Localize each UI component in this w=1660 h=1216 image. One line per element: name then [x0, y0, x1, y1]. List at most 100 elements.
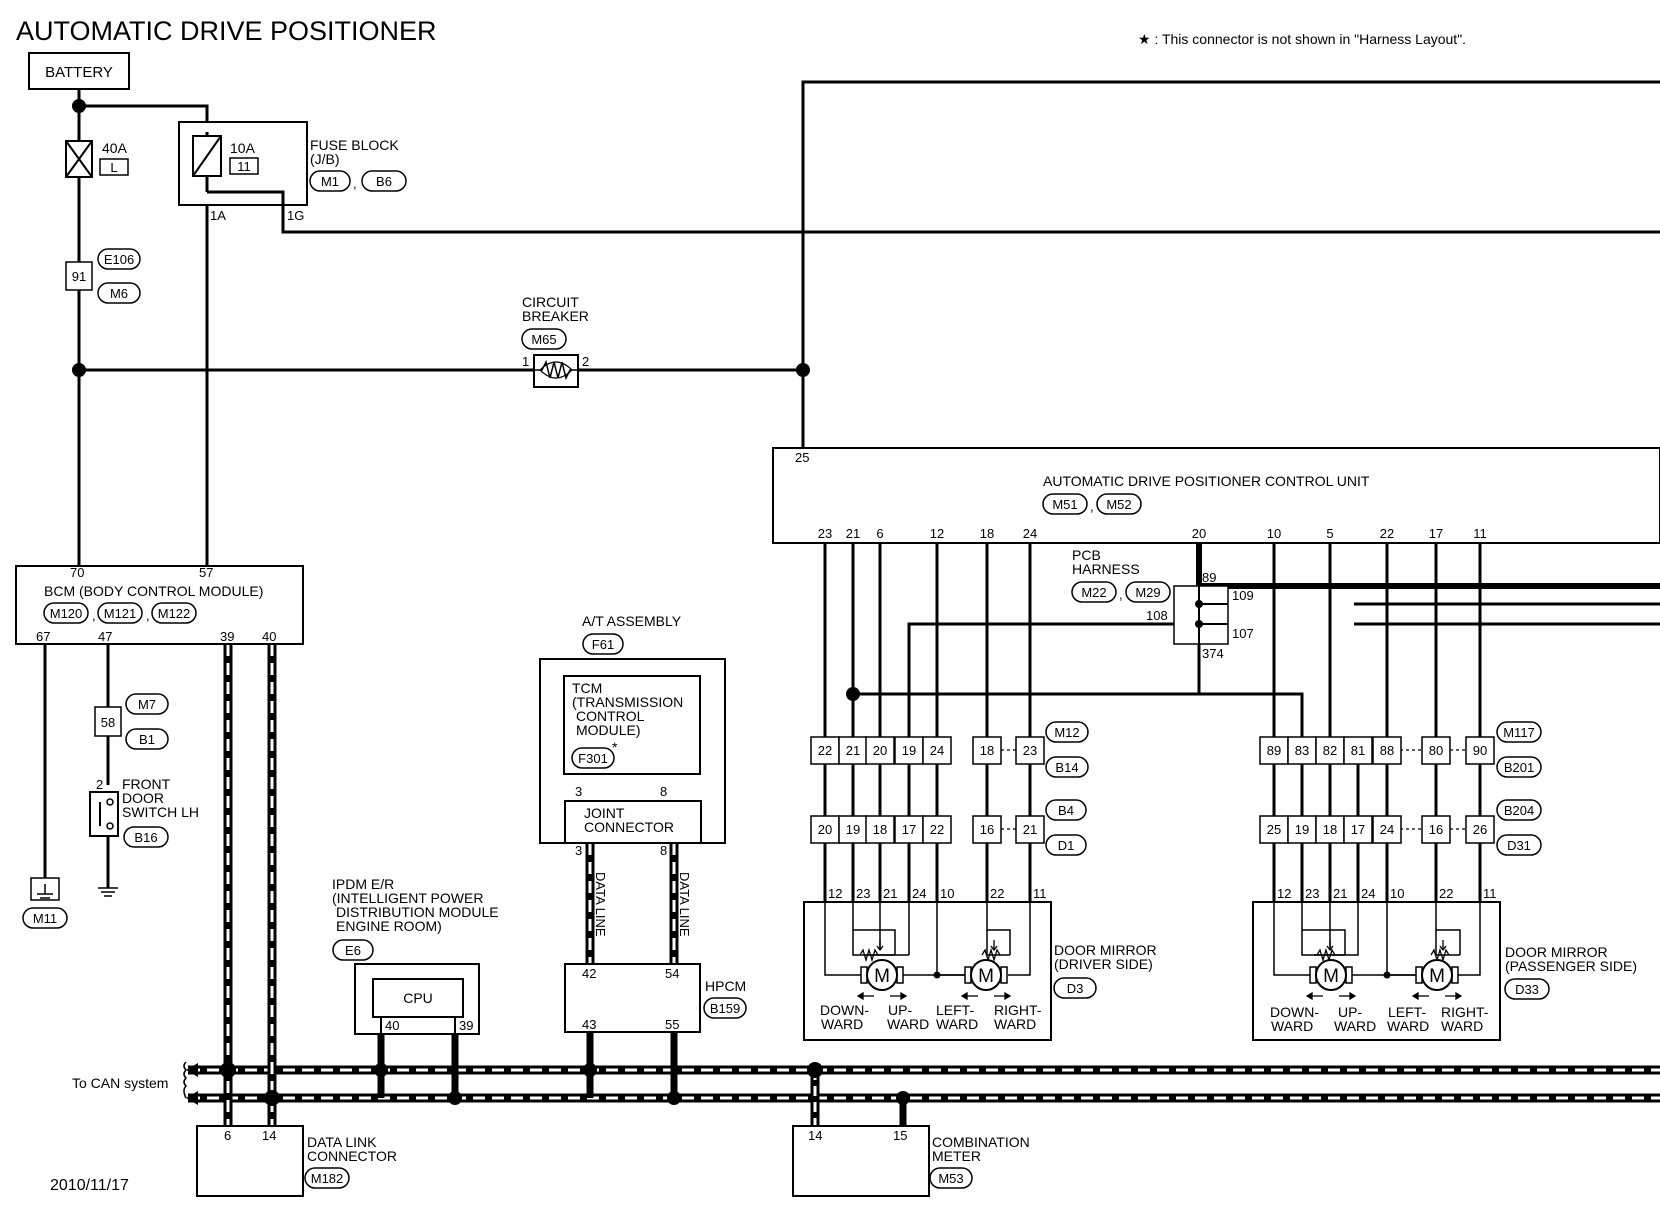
door-switch-label: FRONT: [122, 776, 171, 792]
ipdm-pin-40: 40: [385, 1018, 399, 1033]
thick-wires: [1196, 543, 1660, 624]
potentiometer-icon: [1316, 940, 1336, 963]
diagram-date: 2010/11/17: [50, 1177, 129, 1194]
ipdm-conn: E6: [345, 943, 361, 958]
pass-mirror-dir: WARD: [1271, 1018, 1313, 1034]
dlc-label-2: CONNECTOR: [307, 1148, 397, 1164]
joint-pin-8: 8: [660, 843, 667, 858]
pcb-harness: PCB HARNESS M22 , M29 89 108 109 107 374: [1071, 547, 1254, 661]
passenger-door-mirror: 12 23 21 24 10 22 11: [1252, 886, 1637, 1041]
bcm-conn-m120: M120: [50, 606, 83, 621]
door-switch-label-2: DOOR: [122, 790, 164, 806]
fuse-40a: 40A L: [65, 140, 129, 178]
bcm-pin-40: 40: [262, 629, 276, 644]
circuit-breaker-conn: M65: [531, 332, 556, 347]
hpcm-conn: B159: [710, 1001, 740, 1016]
door-switch-conn: B16: [134, 830, 157, 845]
pass-c2-pin: 26: [1473, 822, 1487, 837]
pass-c2-pin: 18: [1323, 822, 1337, 837]
driver-c2-pin: 16: [980, 822, 994, 837]
pass-c2-pin: 25: [1267, 822, 1281, 837]
fuse-40a-id: L: [110, 160, 117, 175]
fuse-block-pin-1g: 1G: [287, 208, 304, 223]
at-assembly: A/T ASSEMBLY F61 TCM (TRANSMISSION CONTR…: [539, 613, 726, 937]
cpu-label: CPU: [403, 990, 433, 1006]
passenger-connector-2: 25 19 18 17 24 16 26 B204 D31: [1259, 799, 1542, 856]
pass-mirror-dir: UP-: [1338, 1004, 1362, 1020]
fuse-block-conn-b6: B6: [376, 174, 392, 189]
battery-label: BATTERY: [45, 64, 113, 81]
can-system-label: To CAN system: [72, 1075, 168, 1091]
driver-mirror-pin: 24: [912, 886, 926, 901]
meter-pin-14: 14: [808, 1128, 822, 1143]
driver-c2-pin: 21: [1023, 822, 1037, 837]
driver-door-mirror: 12 23 21 24 10 22 11: [803, 886, 1157, 1041]
adp-pin: 10: [1267, 526, 1281, 541]
motor-label: M: [874, 966, 890, 987]
pass-mirror-label-2: (PASSENGER SIDE): [1505, 958, 1637, 974]
pass-mirror-dir: RIGHT-: [1441, 1004, 1489, 1020]
direction-arrow-icon: [1305, 991, 1463, 1001]
pass-mirror-pin: 21: [1333, 886, 1347, 901]
ipdm-label: ENGINE ROOM): [336, 918, 442, 934]
motor-icon: M: [1415, 959, 1459, 991]
meter-pin-15: 15: [893, 1128, 907, 1143]
joint-connector-label: JOINT: [584, 805, 625, 821]
pass-mirror-pin: 22: [1439, 886, 1453, 901]
svg-text:,: ,: [146, 608, 150, 623]
motor-label: M: [978, 966, 994, 987]
svg-text:,: ,: [92, 608, 96, 623]
motor-icon: M: [860, 959, 904, 991]
bcm-pin-39: 39: [220, 629, 234, 644]
connector-m7: M7: [138, 697, 156, 712]
connector-58-pin: 58: [101, 715, 115, 730]
dlc-pin-14: 14: [262, 1128, 276, 1143]
driver-c2-pin: 17: [902, 822, 916, 837]
hpcm-pin-42: 42: [582, 966, 596, 981]
ipdm-label: (INTELLIGENT POWER: [332, 890, 483, 906]
circuit-breaker-pin-1: 1: [522, 354, 529, 369]
pass-mirror-dir: WARD: [1441, 1018, 1483, 1034]
svg-text:,: ,: [1090, 499, 1094, 514]
pass-mirror-dir: DOWN-: [1270, 1004, 1319, 1020]
motor-icon: M: [1309, 959, 1353, 991]
driver-mirror-dir: RIGHT-: [994, 1002, 1042, 1018]
pass-mirror-pin: 23: [1305, 886, 1319, 901]
pcb-conn-m29: M29: [1135, 585, 1160, 600]
hpcm-pin-54: 54: [665, 966, 679, 981]
driver-c1-pin: 19: [902, 743, 916, 758]
ipdm-pin-39: 39: [459, 1018, 473, 1033]
adp-pin: 6: [876, 526, 883, 541]
driver-c1-conn-m12: M12: [1054, 725, 1079, 740]
adp-pin: 17: [1429, 526, 1443, 541]
at-assembly-conn: F61: [592, 637, 614, 652]
meter-label-2: METER: [932, 1148, 981, 1164]
driver-connector-1: 22 21 20 19 24 18 23 M12 B14: [810, 721, 1089, 778]
meter-label: COMBINATION: [932, 1134, 1030, 1150]
ground-conn: M11: [33, 911, 57, 926]
ipdm-er: IPDM E/R (INTELLIGENT POWER DISTRIBUTION…: [332, 876, 499, 1035]
ground-m11: M11: [22, 877, 68, 929]
potentiometer-icon: [1430, 940, 1450, 963]
can-arrow-icon: [183, 1061, 198, 1105]
driver-mirror-dir: WARD: [936, 1016, 978, 1032]
connector-91: 91 E106 M6: [65, 248, 141, 304]
bcm-conn-m121: M121: [104, 606, 137, 621]
joint-connector-label: CONNECTOR: [584, 819, 674, 835]
potentiometer-icon: [981, 940, 1001, 963]
hpcm-pin-43: 43: [582, 1017, 596, 1032]
motor-label: M: [1429, 966, 1445, 987]
door-switch-label-3: SWITCH LH: [122, 804, 199, 820]
connector-58: 58 M7 B1: [94, 693, 169, 750]
fuse-40a-rating: 40A: [102, 140, 128, 156]
fuse-10a-rating: 10A: [230, 140, 256, 156]
driver-c2-pin: 20: [818, 822, 832, 837]
driver-c2-conn-d1: D1: [1058, 838, 1075, 853]
driver-mirror-pin: 11: [1033, 886, 1047, 901]
pass-c1-pin: 81: [1351, 743, 1365, 758]
circuit-breaker-label-2: BREAKER: [522, 308, 589, 324]
hpcm-module: 42 54 43 55 HPCM B159: [564, 963, 747, 1033]
tcm-label: CONTROL: [576, 708, 645, 724]
bcm-pin-47: 47: [98, 629, 112, 644]
ipdm-label: IPDM E/R: [332, 876, 394, 892]
